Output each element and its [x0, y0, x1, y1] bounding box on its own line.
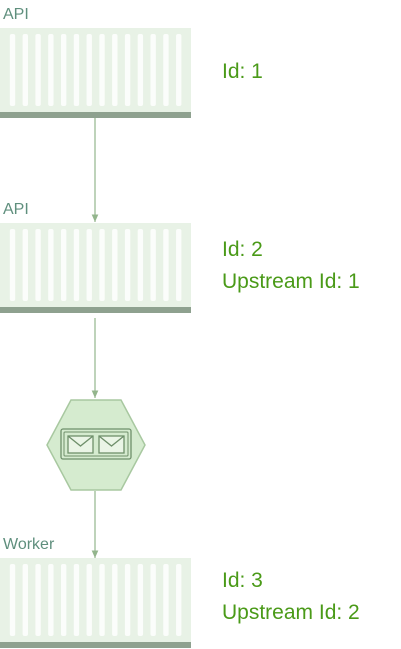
container-base [0, 112, 191, 118]
container-rib [150, 564, 156, 636]
container-rib [73, 229, 80, 301]
upstream-id-text: Upstream Id: 2 [222, 601, 360, 624]
container-icon [0, 223, 191, 313]
container-rib [99, 34, 105, 106]
container-rib [60, 34, 67, 106]
container-rib [176, 229, 182, 301]
info-block-2: Id: 2 Upstream Id: 1 [222, 238, 360, 293]
container-rib [73, 34, 80, 106]
envelope-icon [98, 435, 125, 454]
service-label: API [3, 6, 29, 23]
id-text: Id: 2 [222, 238, 263, 261]
message-queue-node [46, 399, 146, 491]
container-rib [22, 564, 28, 636]
queue-inner-frame [63, 431, 129, 457]
container-rib [163, 34, 169, 106]
service-label: Worker [3, 536, 55, 553]
container-icon [0, 558, 191, 648]
container-rib [9, 564, 16, 636]
container-rib [35, 34, 41, 106]
container-base [0, 642, 191, 648]
container-body [0, 223, 191, 307]
container-rib [163, 564, 169, 636]
container-rib [48, 564, 54, 636]
service-node-api-1: API [0, 6, 191, 118]
container-rib [86, 229, 92, 301]
container-rib [60, 564, 67, 636]
container-rib [60, 229, 67, 301]
container-rib [137, 229, 144, 301]
container-rib [163, 229, 169, 301]
container-rib [150, 34, 156, 106]
container-rib [48, 34, 54, 106]
container-rib [9, 34, 16, 106]
service-node-worker: Worker [0, 536, 191, 648]
info-block-1: Id: 1 [222, 60, 263, 83]
container-rib [86, 34, 92, 106]
container-icon [0, 28, 191, 118]
container-rib [9, 229, 16, 301]
container-rib [73, 564, 80, 636]
container-body [0, 558, 191, 642]
container-rib [99, 229, 105, 301]
container-rib [137, 34, 144, 106]
service-node-api-2: API [0, 201, 191, 313]
upstream-id-text: Upstream Id: 1 [222, 270, 360, 293]
id-text: Id: 3 [222, 569, 263, 592]
container-rib [112, 564, 118, 636]
service-label: API [3, 201, 29, 218]
container-rib [150, 229, 156, 301]
container-rib [112, 34, 118, 106]
container-rib [124, 229, 131, 301]
container-rib [86, 564, 92, 636]
envelope-icon [67, 435, 94, 454]
container-rib [137, 564, 144, 636]
queue-frame [60, 428, 132, 460]
message-queue-icon [46, 399, 146, 491]
container-rib [48, 229, 54, 301]
container-rib [176, 34, 182, 106]
info-block-3: Id: 3 Upstream Id: 2 [222, 569, 360, 624]
container-rib [35, 564, 41, 636]
id-text: Id: 1 [222, 60, 263, 83]
container-rib [124, 34, 131, 106]
container-rib [112, 229, 118, 301]
container-rib [35, 229, 41, 301]
container-rib [22, 229, 28, 301]
container-body [0, 28, 191, 112]
container-rib [124, 564, 131, 636]
container-rib [22, 34, 28, 106]
container-rib [99, 564, 105, 636]
container-base [0, 307, 191, 313]
container-rib [176, 564, 182, 636]
